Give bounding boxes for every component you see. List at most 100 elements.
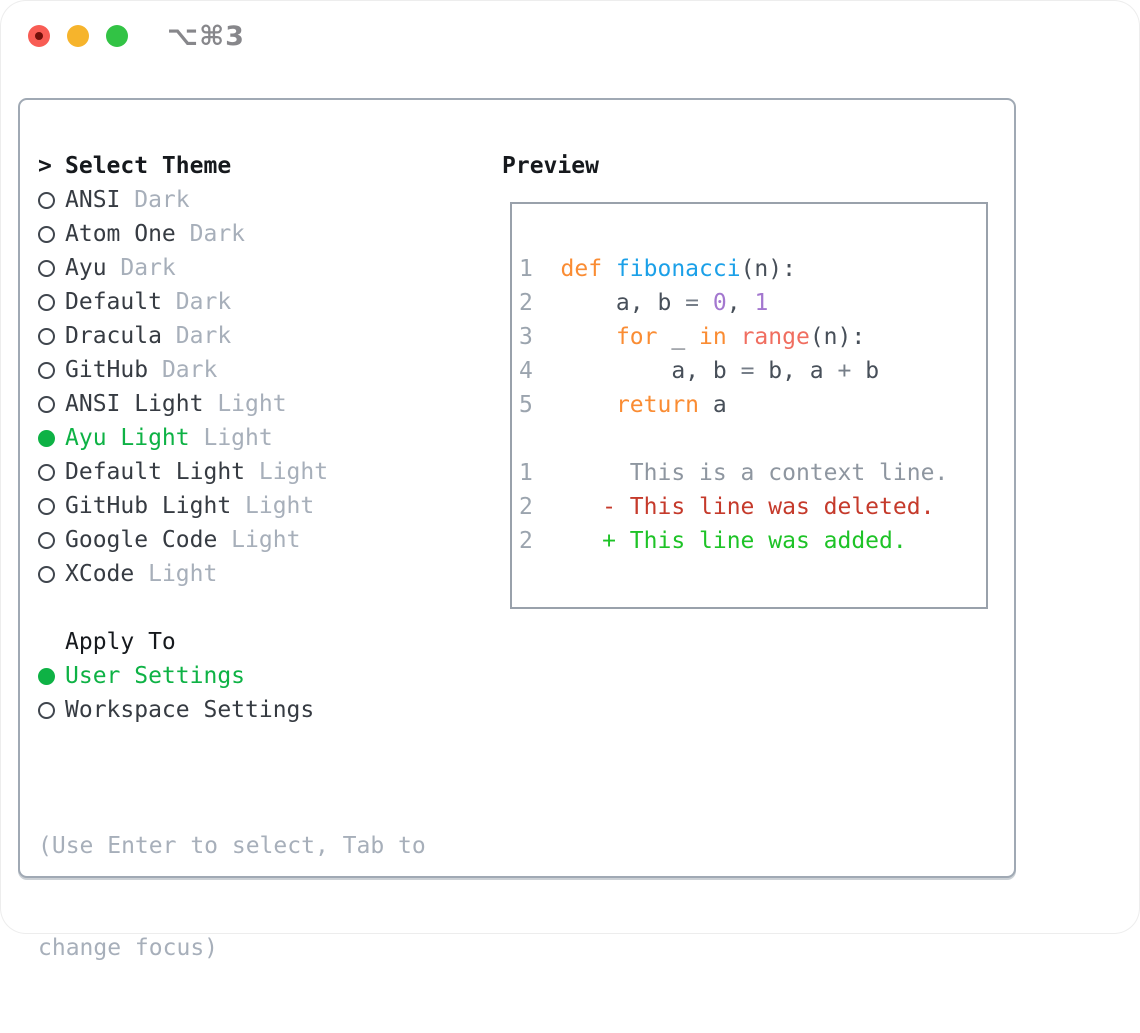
theme-variant-tag: Light bbox=[217, 527, 301, 553]
theme-option-dracula[interactable]: Dracula Dark bbox=[38, 319, 426, 353]
code-token: + This line was added. bbox=[560, 528, 907, 554]
window-title: ⌥⌘3 bbox=[167, 20, 245, 52]
code-line: 1 This is a context line. bbox=[519, 456, 948, 490]
theme-name: GitHub bbox=[65, 357, 149, 383]
code-token: (n): bbox=[740, 256, 796, 282]
radio-selected-icon bbox=[38, 429, 65, 447]
titlebar: ⌥⌘3 bbox=[28, 21, 245, 52]
code-line: 4 a, b = b, a + b bbox=[519, 354, 948, 388]
theme-option-default[interactable]: Default Dark bbox=[38, 285, 426, 319]
theme-name: Ayu bbox=[65, 255, 107, 281]
theme-variant-tag: Dark bbox=[175, 221, 246, 247]
line-number: 3 bbox=[519, 324, 561, 350]
spacer bbox=[38, 591, 426, 625]
prompt-caret-icon: > bbox=[38, 153, 52, 179]
theme-name: Default Light bbox=[65, 459, 246, 485]
code-token bbox=[561, 324, 616, 350]
radio-unselected-icon bbox=[38, 327, 65, 345]
line-number: 4 bbox=[519, 358, 561, 384]
close-dot-icon bbox=[35, 32, 43, 40]
code-token: , bbox=[726, 290, 755, 316]
apply-option-user-settings[interactable]: User Settings bbox=[38, 659, 426, 693]
radio-unselected-icon bbox=[38, 225, 65, 243]
hint-text: (Use Enter to select, Tab to change focu… bbox=[38, 761, 426, 1033]
theme-option-ayu-light[interactable]: Ayu Light Light bbox=[38, 421, 426, 455]
code-token: = bbox=[685, 290, 713, 316]
code-line: 2 a, b = 0, 1 bbox=[519, 286, 948, 320]
code-token: for bbox=[615, 324, 672, 350]
code-token: a, b bbox=[560, 290, 686, 316]
theme-variant-tag: Light bbox=[203, 391, 287, 417]
theme-variant-tag: Dark bbox=[161, 289, 232, 315]
code-token: 0 bbox=[712, 290, 727, 316]
apply-option-workspace-settings[interactable]: Workspace Settings bbox=[38, 693, 426, 727]
line-number: 1 bbox=[519, 460, 561, 486]
line-number: 2 bbox=[519, 528, 561, 554]
theme-option-atom-one[interactable]: Atom One Dark bbox=[38, 217, 426, 251]
minimize-button[interactable] bbox=[67, 25, 89, 47]
radio-unselected-icon bbox=[38, 497, 65, 515]
code-token: in bbox=[699, 324, 741, 350]
code-token: _ bbox=[671, 324, 700, 350]
theme-name: Ayu Light bbox=[65, 425, 190, 451]
theme-variant-tag: Light bbox=[231, 493, 315, 519]
theme-name: ANSI Light bbox=[65, 391, 204, 417]
line-number: 2 bbox=[519, 290, 561, 316]
hint-line-2: change focus) bbox=[38, 935, 219, 961]
radio-unselected-icon bbox=[38, 361, 65, 379]
theme-option-github-light[interactable]: GitHub Light Light bbox=[38, 489, 426, 523]
line-number: 1 bbox=[519, 256, 561, 282]
code-token: def bbox=[560, 256, 616, 282]
theme-option-xcode[interactable]: XCode Light bbox=[38, 557, 426, 591]
theme-variant-tag: Light bbox=[245, 459, 329, 485]
radio-unselected-icon bbox=[38, 395, 65, 413]
code-token: range bbox=[740, 324, 810, 350]
code-token: return bbox=[615, 392, 713, 418]
code-line: 2 + This line was added. bbox=[519, 524, 948, 558]
code-token: 1 bbox=[754, 290, 769, 316]
theme-name: Google Code bbox=[65, 527, 218, 553]
theme-option-ansi-light[interactable]: ANSI Light Light bbox=[38, 387, 426, 421]
radio-unselected-icon bbox=[38, 463, 65, 481]
apply-option-label: Workspace Settings bbox=[65, 697, 315, 723]
code-token: a bbox=[712, 392, 727, 418]
radio-unselected-icon bbox=[38, 531, 65, 549]
theme-variant-tag: Light bbox=[134, 561, 218, 587]
theme-option-default-light[interactable]: Default Light Light bbox=[38, 455, 426, 489]
line-number: 2 bbox=[519, 494, 561, 520]
theme-option-ansi[interactable]: ANSI Dark bbox=[38, 183, 426, 217]
theme-option-github[interactable]: GitHub Dark bbox=[38, 353, 426, 387]
apply-option-label: User Settings bbox=[65, 663, 246, 689]
theme-name: Default bbox=[65, 289, 162, 315]
hint-line-1: (Use Enter to select, Tab to bbox=[38, 833, 426, 859]
theme-name: XCode bbox=[65, 561, 135, 587]
code-token: b, a bbox=[768, 358, 838, 384]
code-line: 3 for _ in range(n): bbox=[519, 320, 948, 354]
radio-selected-icon bbox=[38, 667, 65, 685]
code-token: (n): bbox=[809, 324, 866, 350]
apply-to-header: Apply To bbox=[38, 625, 426, 659]
radio-unselected-icon bbox=[38, 191, 65, 209]
radio-unselected-icon bbox=[38, 701, 65, 719]
code-token: + bbox=[837, 358, 866, 384]
close-button[interactable] bbox=[28, 25, 50, 47]
theme-name: Dracula bbox=[65, 323, 162, 349]
code-line: 5 return a bbox=[519, 388, 948, 422]
code-token bbox=[561, 392, 616, 418]
preview-header: Preview bbox=[502, 153, 599, 179]
code-token: This is a context line. bbox=[560, 460, 949, 486]
theme-option-google-code[interactable]: Google Code Light bbox=[38, 523, 426, 557]
code-token: b bbox=[865, 358, 880, 384]
spacer bbox=[38, 727, 426, 761]
radio-unselected-icon bbox=[38, 259, 65, 277]
maximize-button[interactable] bbox=[106, 25, 128, 47]
theme-option-ayu[interactable]: Ayu Dark bbox=[38, 251, 426, 285]
theme-variant-tag: Dark bbox=[161, 323, 232, 349]
line-number: 5 bbox=[519, 392, 561, 418]
